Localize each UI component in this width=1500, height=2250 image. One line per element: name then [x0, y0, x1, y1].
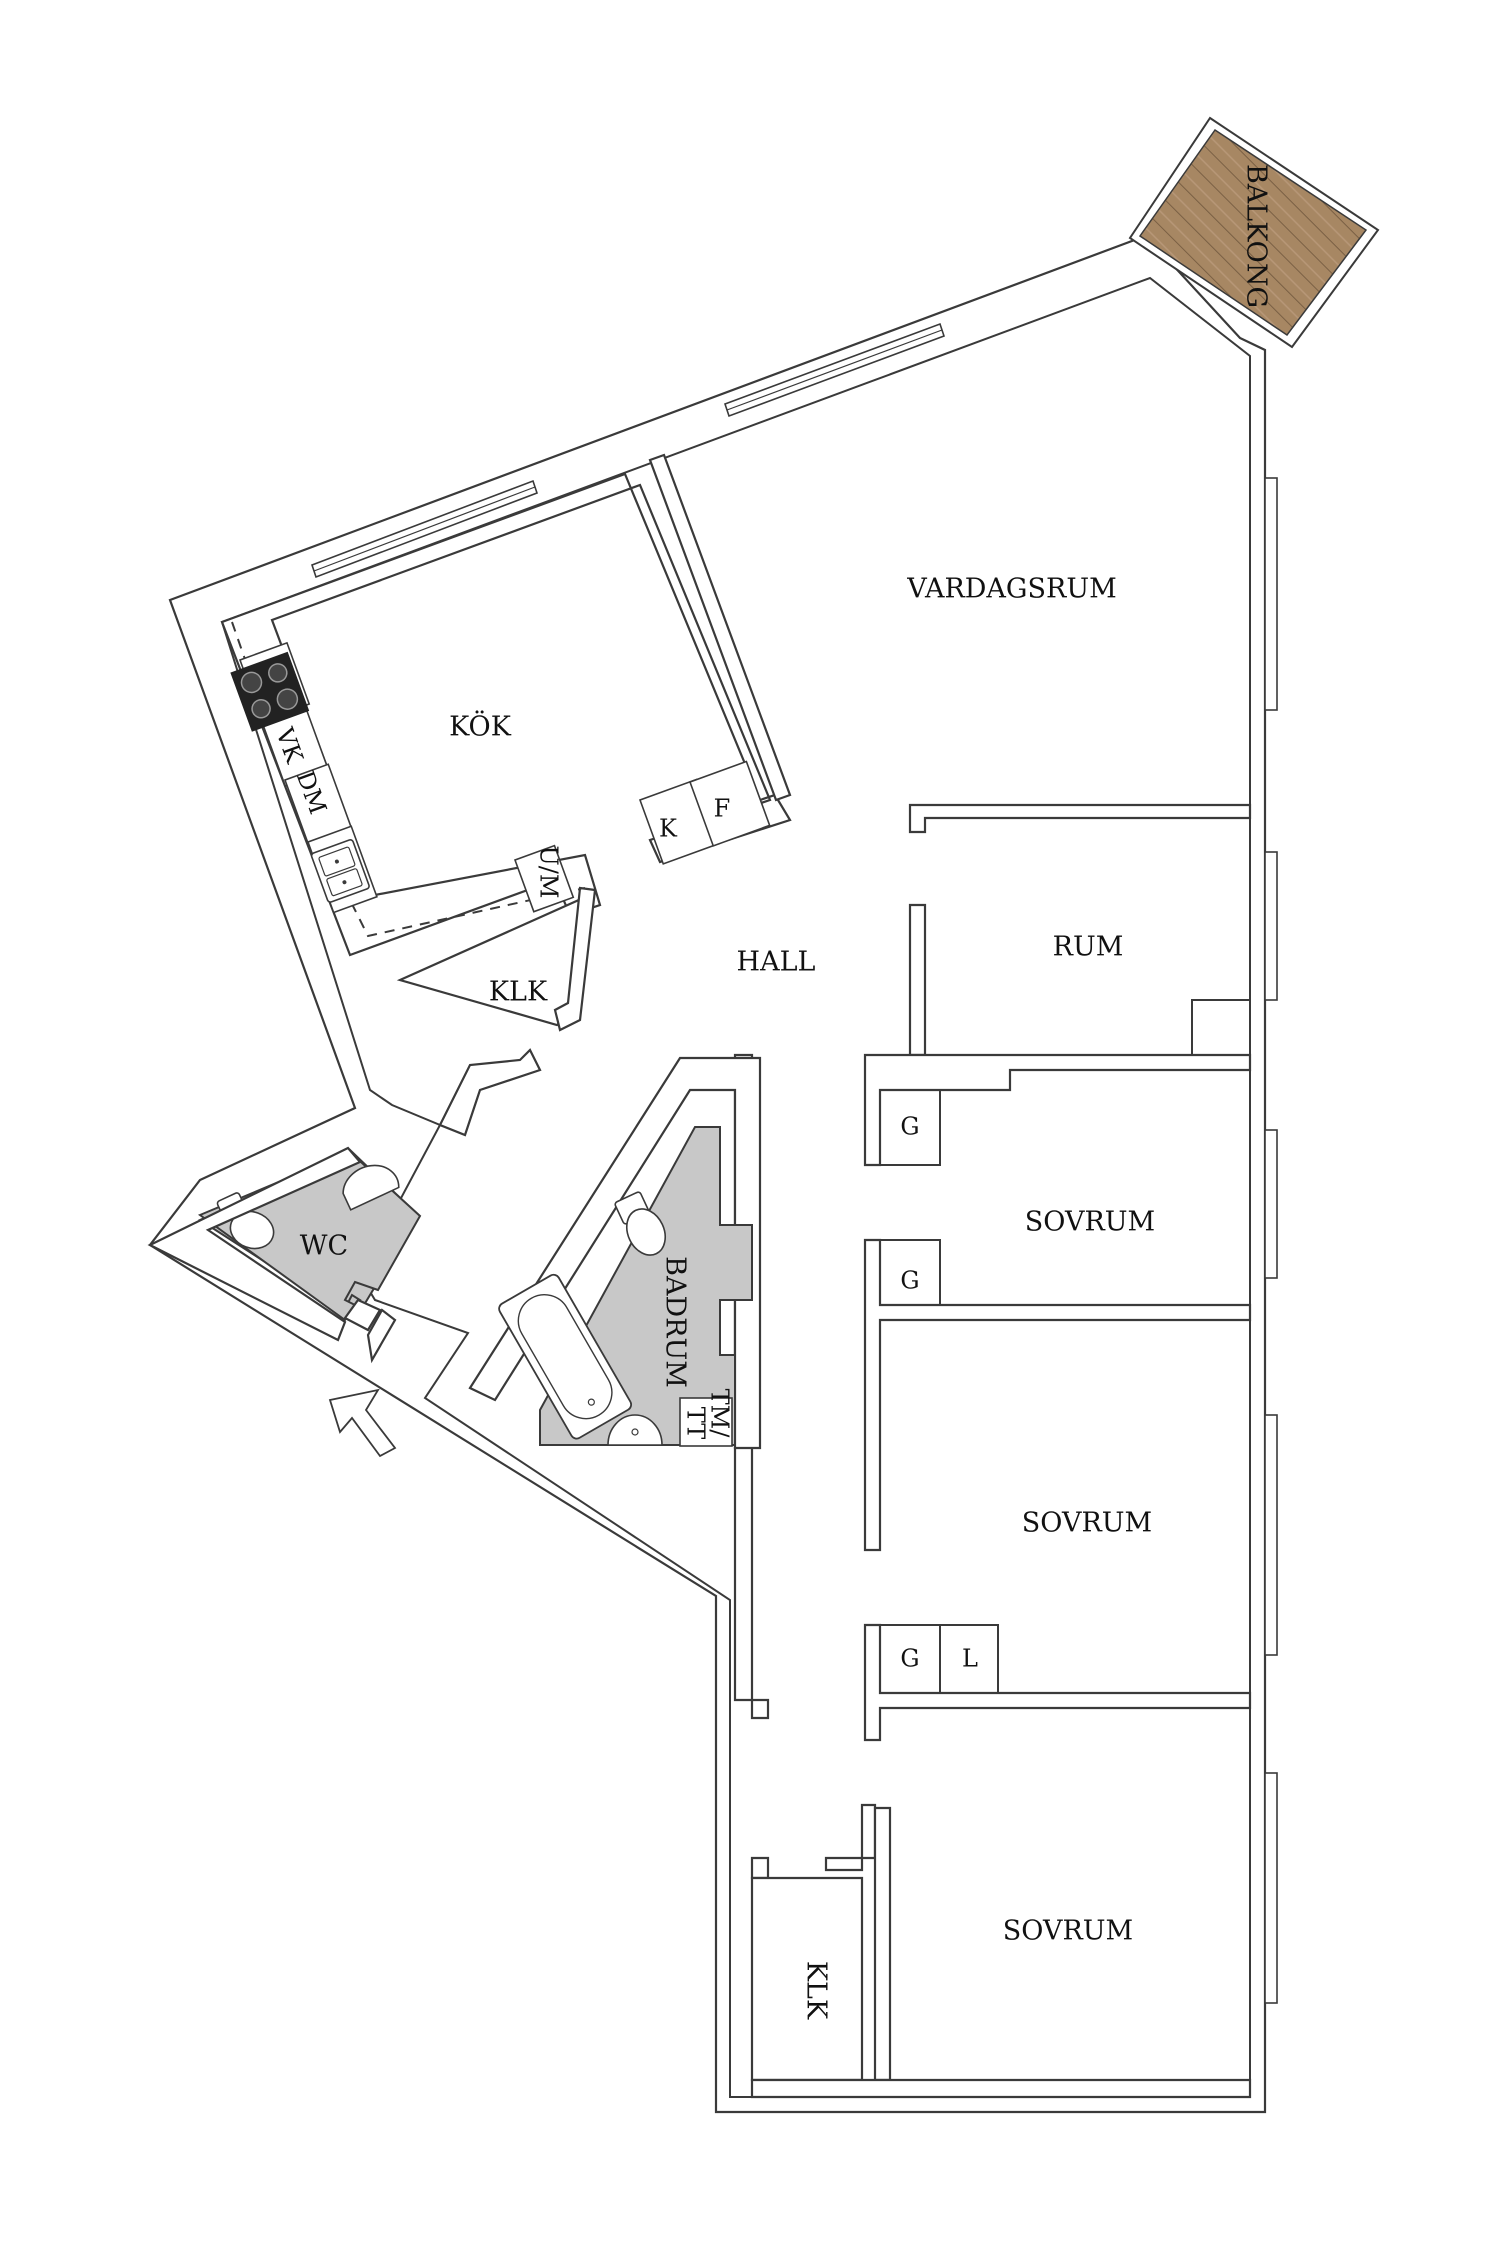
kitchen-sink-icon — [310, 839, 370, 903]
room-labels: BALKONG VARDAGSRUM KÖK HALL RUM KLK SOVR… — [300, 164, 1272, 2020]
label-l: L — [962, 1645, 978, 1673]
bathroom-sink-icon — [607, 1414, 663, 1446]
label-g-3: G — [900, 1645, 919, 1673]
label-tt: TT — [682, 1407, 710, 1439]
label-klk-bottom: KLK — [801, 1961, 832, 2020]
balcony — [1128, 116, 1380, 349]
label-klk-top: KLK — [489, 977, 548, 1008]
closets — [879, 1089, 999, 1694]
wc-room — [147, 1146, 422, 1342]
toilet-icon — [614, 1191, 667, 1256]
label-g-2: G — [900, 1267, 919, 1295]
label-wc: WC — [300, 1231, 348, 1262]
closet-top — [396, 886, 597, 1032]
label-hall: HALL — [737, 947, 816, 978]
label-g-1: G — [900, 1113, 919, 1141]
label-badrum: BADRUM — [660, 1256, 691, 1388]
label-k: K — [659, 815, 678, 843]
label-sovrum-2: SOVRUM — [1022, 1508, 1152, 1539]
label-sovrum-1: SOVRUM — [1025, 1207, 1155, 1238]
label-vardagsrum: VARDAGSRUM — [906, 574, 1116, 605]
label-rum: RUM — [1053, 932, 1124, 963]
label-kok: KÖK — [449, 709, 512, 743]
windows — [310, 322, 1278, 2004]
bathtub-icon — [498, 1273, 633, 1440]
label-tm: TM/ — [706, 1389, 734, 1439]
wc-sink-icon — [342, 1164, 400, 1211]
entrance — [343, 1048, 542, 1364]
entrance-arrow-icon — [328, 1388, 397, 1458]
interior-walls — [648, 453, 1252, 2099]
label-f: F — [714, 795, 731, 823]
label-um: U/M — [535, 846, 563, 899]
label-sovrum-3: SOVRUM — [1003, 1916, 1133, 1947]
label-balkong: BALKONG — [1241, 164, 1272, 308]
stove-icon — [230, 651, 310, 732]
